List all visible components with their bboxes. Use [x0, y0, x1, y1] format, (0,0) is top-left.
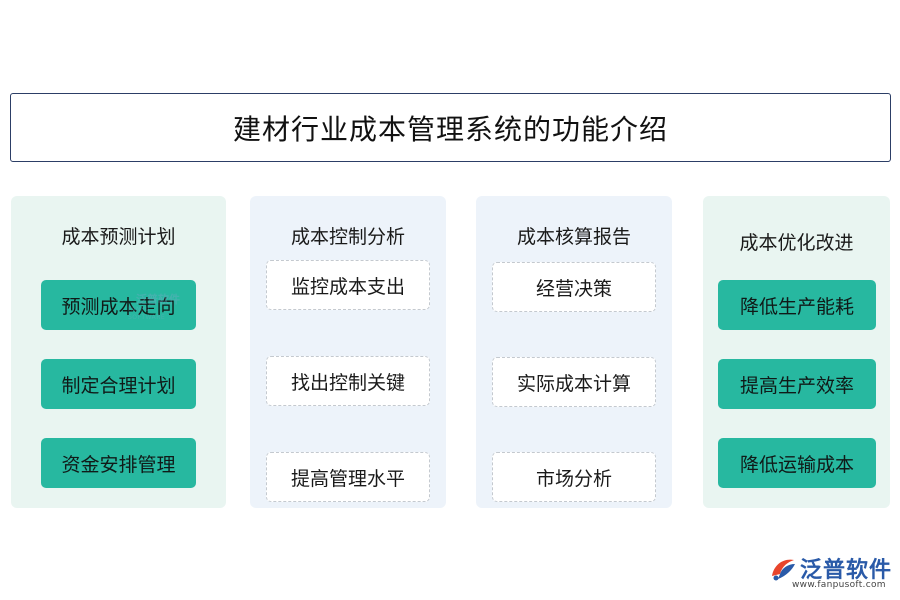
- watermark-main: 泛普软件: [136, 293, 180, 306]
- item-monitor-spending: 监控成本支出: [266, 260, 430, 310]
- item-reduce-energy: 降低生产能耗: [718, 280, 876, 330]
- column-cost-control: 成本控制分析 监控成本支出 找出控制关键 提高管理水平: [250, 196, 446, 508]
- brand-name: 泛普软件: [800, 558, 893, 583]
- item-actual-cost-calc: 实际成本计算: [492, 357, 656, 407]
- item-market-analysis: 市场分析: [492, 452, 656, 502]
- item-reduce-transport: 降低运输成本: [718, 438, 876, 488]
- watermark-logo: 泛普软件 FANPU SOFTWARE: [128, 293, 188, 321]
- item-make-plan: 制定合理计划: [41, 359, 196, 409]
- item-business-decision: 经营决策: [492, 262, 656, 312]
- item-improve-efficiency: 提高生产效率: [718, 359, 876, 409]
- brand-logo-icon: [772, 559, 795, 581]
- column-heading: 成本核算报告: [516, 226, 631, 248]
- column-heading: 成本控制分析: [290, 226, 405, 248]
- brand-url: www.fanpusoft.com: [792, 580, 886, 590]
- column-cost-optimization: 成本优化改进 降低生产能耗 提高生产效率 降低运输成本: [703, 196, 890, 508]
- item-find-control-key: 找出控制关键: [266, 356, 430, 406]
- column-cost-forecast: 成本预测计划 预测成本走向 制定合理计划 资金安排管理: [11, 196, 226, 508]
- column-heading: 成本预测计划: [61, 226, 176, 248]
- watermark-sub: FANPU SOFTWARE: [128, 306, 166, 321]
- item-forecast-cost-trend: 预测成本走向: [41, 280, 196, 330]
- brand-logo: 泛普软件 www.fanpusoft.com: [768, 552, 892, 592]
- item-fund-arrangement: 资金安排管理: [41, 438, 196, 488]
- item-improve-management: 提高管理水平: [266, 452, 430, 502]
- page-title: 建材行业成本管理系统的功能介绍: [232, 112, 668, 146]
- column-cost-accounting: 成本核算报告 经营决策 实际成本计算 市场分析: [476, 196, 672, 508]
- title-box: 建材行业成本管理系统的功能介绍: [10, 93, 891, 162]
- column-heading: 成本优化改进: [739, 232, 854, 254]
